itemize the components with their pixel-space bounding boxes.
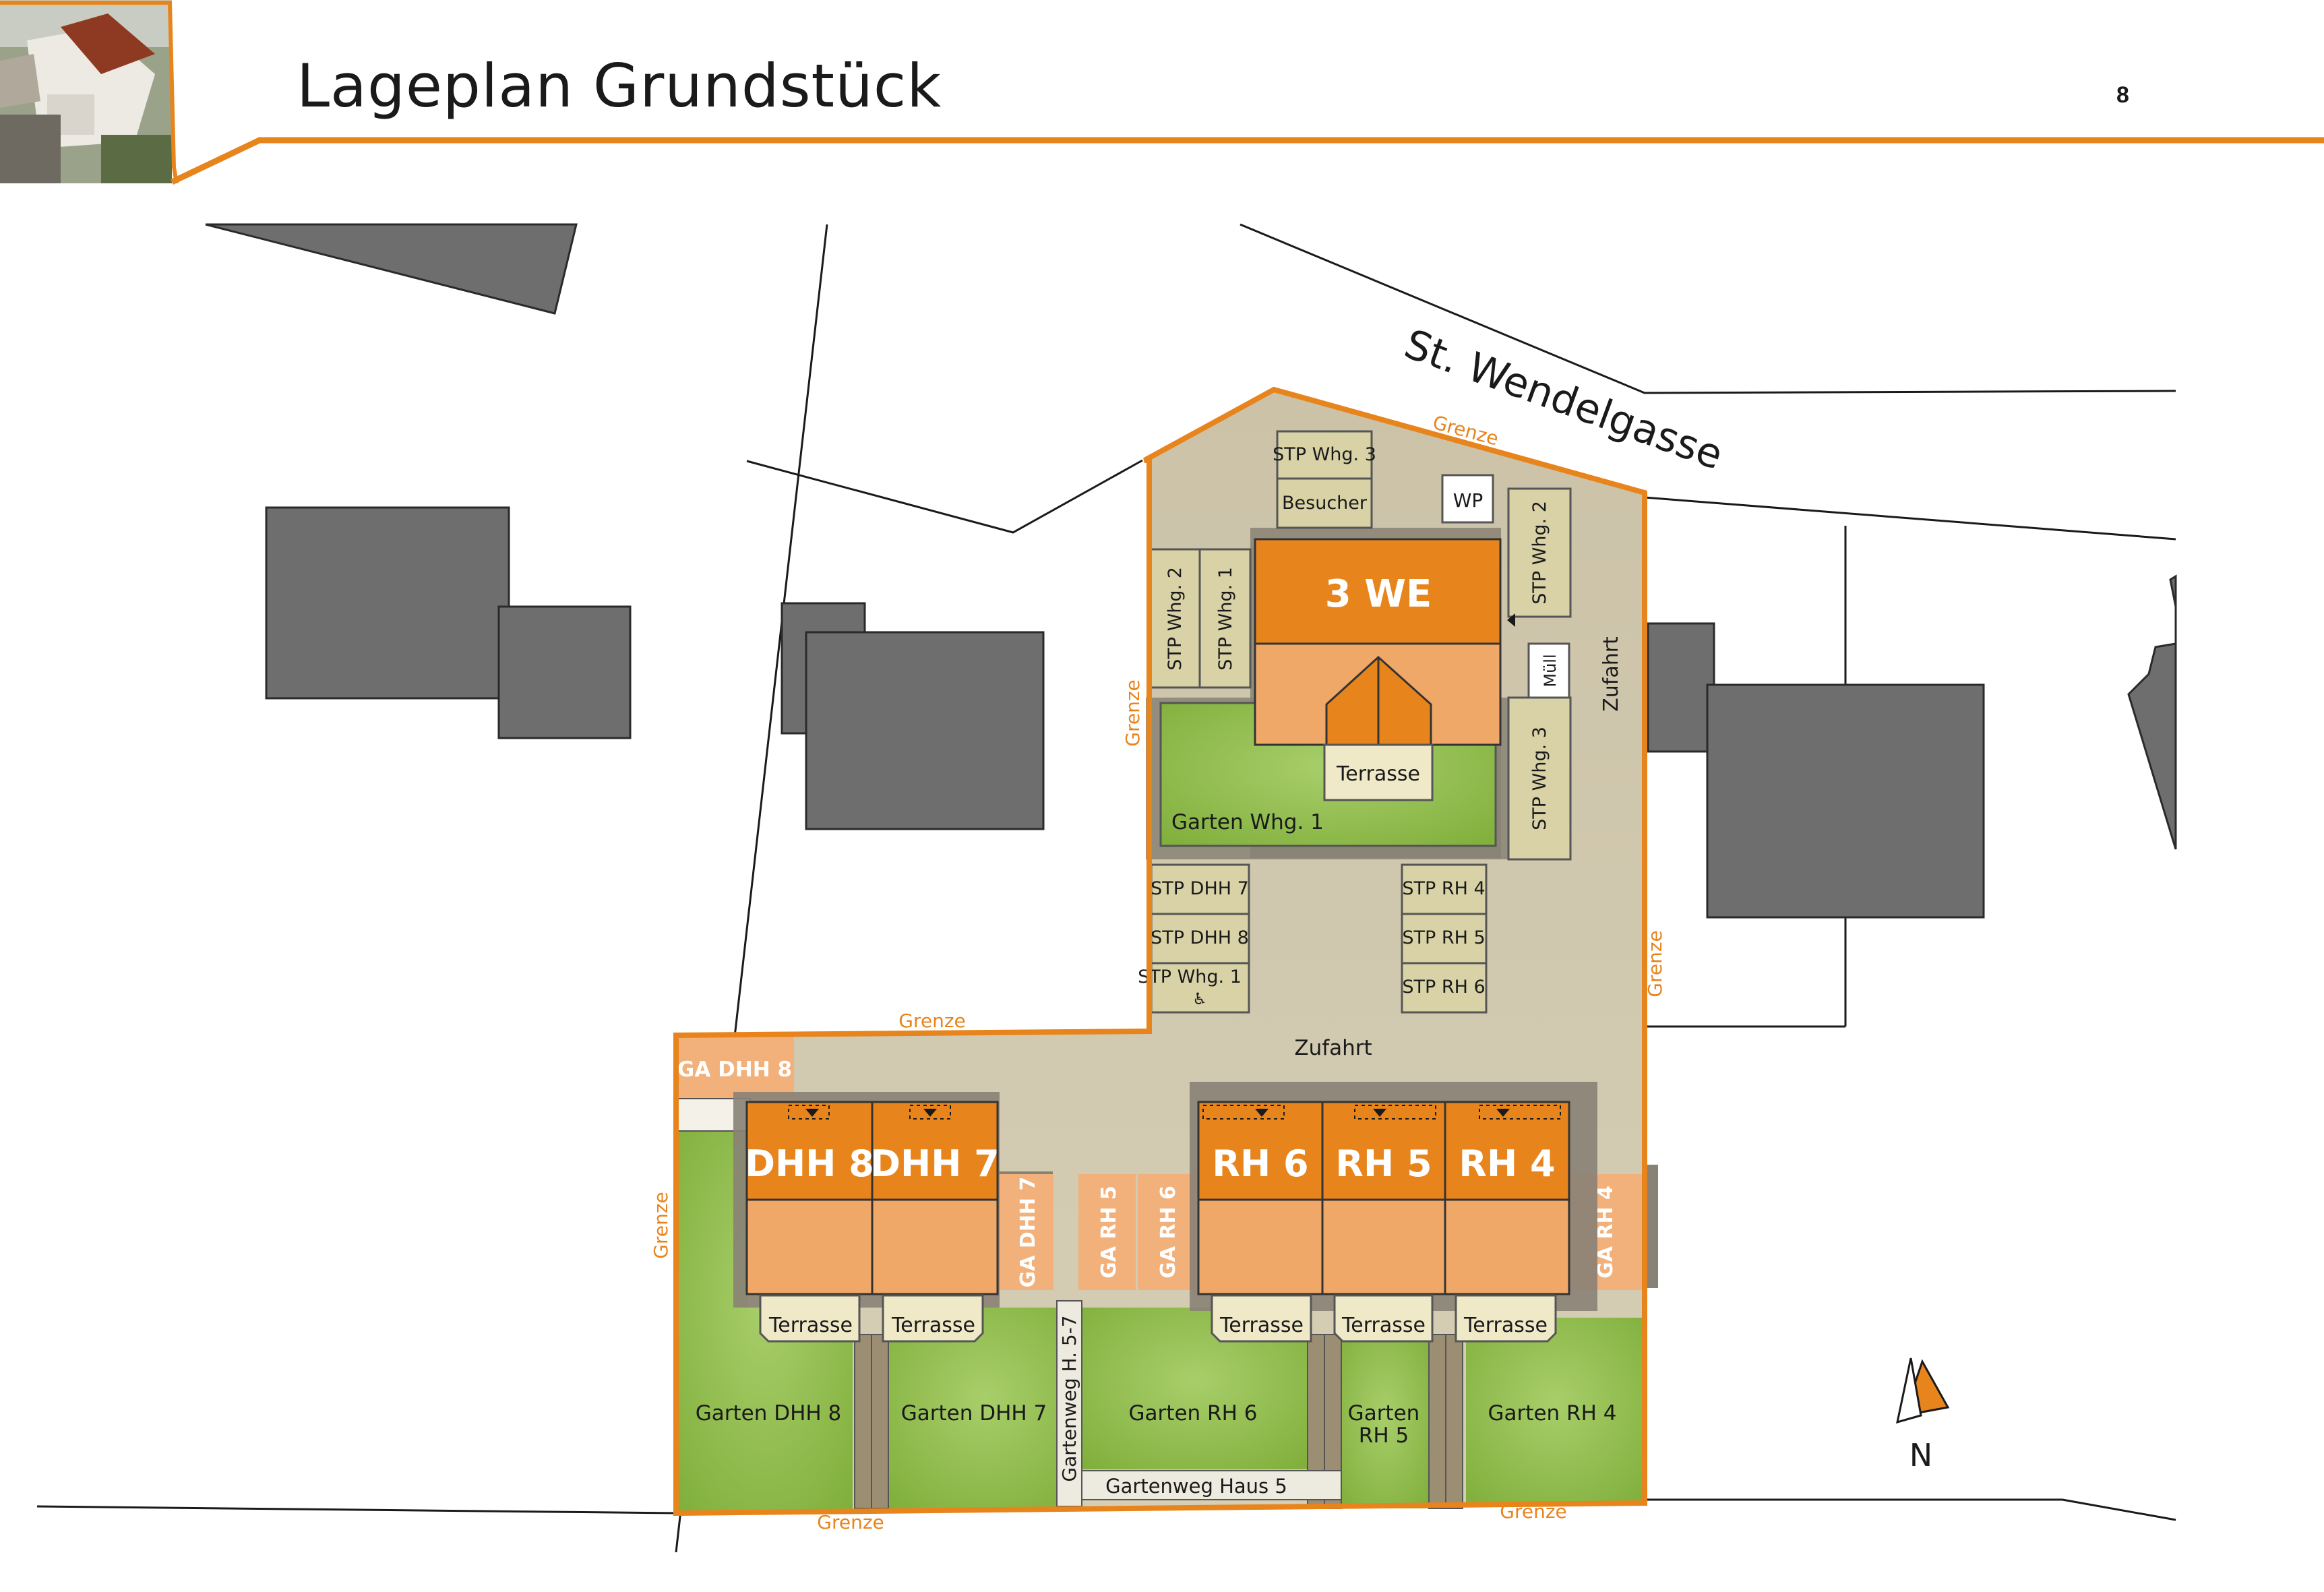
house-rh4-label: RH 4	[1459, 1142, 1555, 1185]
parking-left-whg2-label: STP Whg. 2	[1165, 567, 1186, 671]
garden-rh6-label: Garten RH 6	[1129, 1401, 1258, 1426]
garage-rh4-label: GA RH 4	[1594, 1186, 1618, 1279]
garages: GA DHH 8 GA DHH 7 GA RH 5 GA RH 6 GA RH …	[675, 1036, 1658, 1290]
property-boundary	[673, 386, 1647, 1517]
house-rh6-label: RH 6	[1212, 1142, 1308, 1185]
boundary-label-west: Grenze	[650, 1192, 672, 1259]
parking-stp-dhh8-label: STP DHH 8	[1151, 927, 1249, 948]
garage-dhh8-label: GA DHH 8	[677, 1058, 792, 1082]
garage-rh5-label: GA RH 5	[1097, 1186, 1121, 1279]
page-number: 8	[2116, 82, 2129, 108]
header-rule	[171, 137, 2324, 185]
terrace-dhh7-label: Terrasse	[891, 1314, 975, 1337]
parking-center-right: STP RH 4 STP RH 5 STP RH 6	[1401, 863, 1488, 1014]
terraces-south: Terrasse Terrasse Terrasse Terrasse Terr…	[759, 1294, 1557, 1343]
garden-dhh8-label: Garten DHH 8	[696, 1401, 842, 1426]
terrace-rh4-label: Terrasse	[1463, 1314, 1548, 1337]
parking-center-left: STP DHH 7 STP DHH 8 STP Whg. 1 ♿	[1138, 863, 1250, 1014]
garden-dhh7-label: Garten DHH 7	[901, 1401, 1047, 1426]
terrace-3we-label: Terrasse	[1336, 762, 1420, 786]
parking-besucher	[1276, 477, 1373, 529]
parking-besucher-label: Besucher	[1282, 493, 1368, 514]
boundary-label-mid: Grenze	[898, 1010, 966, 1032]
boundary-label-bottom-right: Grenze	[1500, 1500, 1567, 1523]
terrace-rh5-label: Terrasse	[1341, 1314, 1426, 1337]
page-title: Lageplan Grundstück	[297, 51, 942, 121]
parking-left-whg1-label: STP Whg. 1	[1215, 567, 1236, 671]
entrance-markers	[788, 1105, 1561, 1120]
header-thumbnail	[0, 0, 179, 184]
terrace-rh6-label: Terrasse	[1219, 1314, 1304, 1337]
garden-rh4-label: Garten RH 4	[1488, 1401, 1617, 1426]
neighbor-buildings	[205, 223, 2177, 919]
parking-right: STP Whg. 2 STP Whg. 3 Müll	[1507, 487, 1572, 861]
heat-pump	[1441, 474, 1494, 524]
parking-right-whg2-label: STP Whg. 2	[1529, 501, 1550, 605]
parking-stp-rh6-label: STP RH 6	[1402, 977, 1485, 998]
north-label: N	[1909, 1437, 1932, 1473]
waste-bin-area	[1527, 642, 1570, 699]
boundary-label-bottom-left: Grenze	[817, 1511, 884, 1533]
house-dhh7-label: DHH 7	[870, 1142, 1000, 1185]
garden-rh5-label-line1: Garten	[1348, 1401, 1420, 1426]
garden-paths: Gartenweg H. 5-7 Gartenweg Haus 5	[854, 1300, 1463, 1509]
main-building-label: 3 WE	[1325, 572, 1432, 616]
house-rh5-label: RH 5	[1335, 1142, 1432, 1185]
parking-stp-whg1-label: STP Whg. 1	[1138, 967, 1242, 987]
houses: DHH 8 DHH 7 RH 6 RH 5 RH 4	[745, 1101, 1570, 1295]
parking-stp-whg3-top-label: STP Whg. 3	[1273, 444, 1376, 465]
waste-label: Müll	[1541, 654, 1560, 687]
garage-dhh7-label: GA DHH 7	[1016, 1177, 1040, 1288]
north-arrow-icon: N	[1896, 1357, 1950, 1473]
boundary-label-left: Grenze	[1122, 679, 1144, 747]
path-gartenweg-h57-label: Gartenweg H. 5-7	[1058, 1315, 1080, 1481]
boundary-label-right: Grenze	[1644, 930, 1666, 998]
parking-stp-rh5-label: STP RH 5	[1402, 927, 1485, 948]
parking-right-whg3-label: STP Whg. 3	[1529, 727, 1550, 830]
parking-stp-whg3-top	[1276, 430, 1373, 480]
parking-stp-dhh7-label: STP DHH 7	[1151, 878, 1249, 899]
main-building-3we: 3 WE	[1254, 538, 1502, 746]
house-dhh8-label: DHH 8	[745, 1142, 874, 1185]
terrace-3we	[1323, 743, 1434, 801]
garage-rh6-label: GA RH 6	[1157, 1186, 1180, 1279]
access-label-vertical: Zufahrt	[1599, 636, 1623, 712]
property: Garten Whg. 1 3 WE Terrasse STP Whg. 3 B…	[673, 386, 1658, 1517]
boundary-labels: Grenze Grenze Grenze Grenze Grenze Grenz…	[650, 411, 1666, 1533]
heat-pump-label: WP	[1453, 489, 1484, 512]
path-gartenweg-haus5-label: Gartenweg Haus 5	[1105, 1475, 1287, 1498]
garden-rh5-label-line2: RH 5	[1359, 1423, 1409, 1448]
access-label: Zufahrt	[1294, 1036, 1372, 1060]
accessible-parking-icon: ♿	[1192, 989, 1207, 1008]
terrace-dhh8-label: Terrasse	[768, 1314, 853, 1337]
parking-stp-rh4-label: STP RH 4	[1402, 878, 1485, 899]
garden-whg1-label: Garten Whg. 1	[1171, 810, 1324, 834]
parking-left: STP Whg. 2 STP Whg. 1	[1148, 548, 1252, 689]
